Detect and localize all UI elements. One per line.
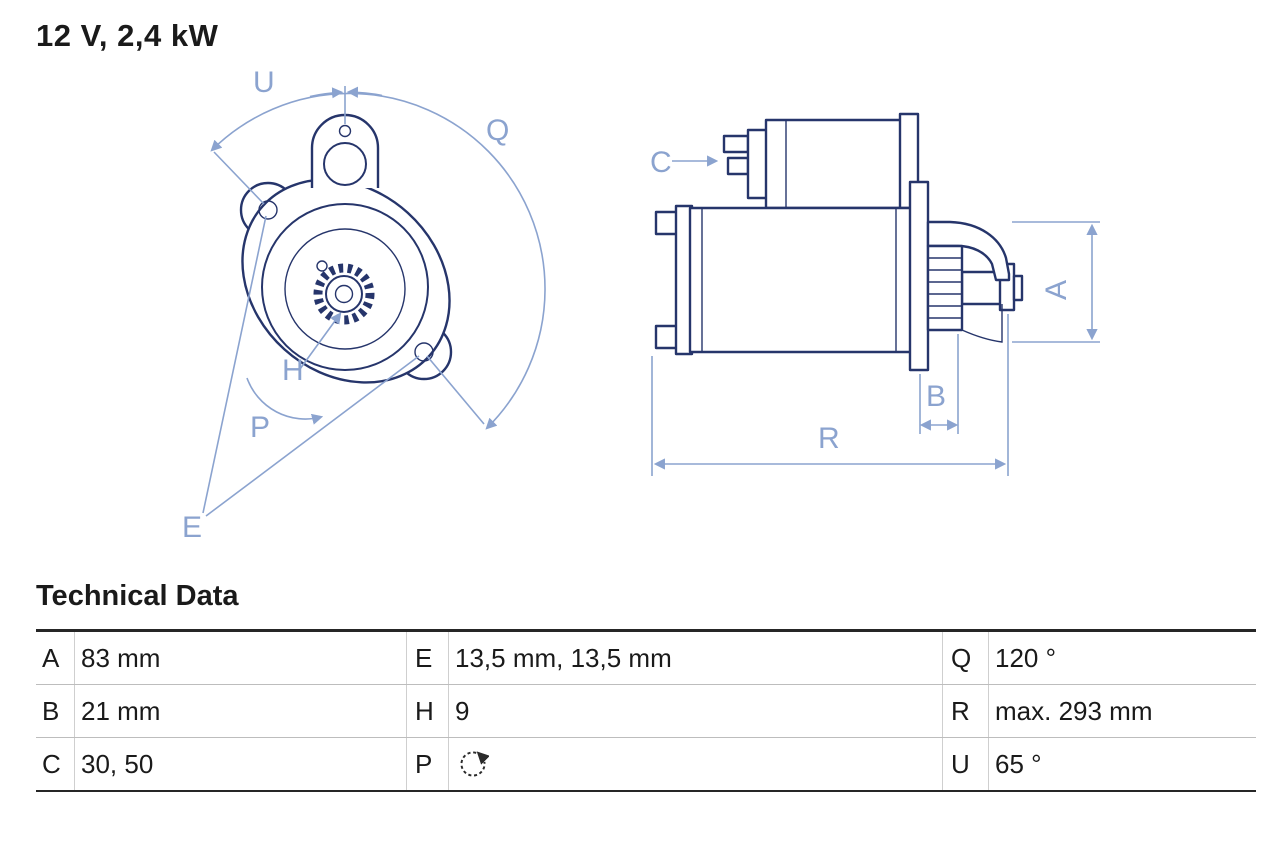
terminal-stud: [722, 134, 750, 154]
e-leader-line: [202, 215, 267, 514]
front-view-dimensions: U Q H P E: [182, 66, 546, 544]
side-view-dimensions: C A B R: [650, 146, 1100, 476]
technical-data-section: Technical Data A 83 mm E 13,5 mm, 13,5 m…: [0, 580, 1280, 792]
table-cell-key: H: [406, 685, 448, 737]
table-cell-value: max. 293 mm: [988, 685, 1256, 737]
drive-flange: [908, 180, 930, 372]
table-row: B 21 mm H 9 R max. 293 mm: [36, 685, 1256, 738]
table-cell-key: C: [42, 748, 61, 779]
drive-housing: [926, 220, 1011, 282]
mounting-flange: [239, 113, 453, 384]
end-tab: [654, 210, 680, 236]
table-cell-key: P: [406, 738, 448, 790]
starter-motor-technical-drawing: U Q H P E: [182, 66, 1100, 544]
table-cell-key: A: [42, 642, 60, 673]
table-cell-key: E: [406, 632, 448, 684]
angle-arc-u-q: [210, 92, 546, 430]
p-rotation-arc: [246, 377, 324, 425]
table-row: C 30, 50 P U 65 °: [36, 738, 1256, 790]
rotation-ccw-icon: [460, 751, 489, 777]
table-cell-value: 83 mm: [74, 632, 406, 684]
table-cell-key: U: [942, 738, 988, 790]
front-view-drawing: U Q H P E: [182, 66, 546, 544]
e-leader-line: [205, 355, 420, 517]
table-cell-key: R: [942, 685, 988, 737]
label-e: E: [182, 511, 202, 544]
table-cell-value: 13,5 mm, 13,5 mm: [448, 632, 942, 684]
table-cell-key: B: [42, 695, 60, 726]
label-b: B: [926, 380, 946, 413]
table-row: A 83 mm E 13,5 mm, 13,5 mm Q 120 °: [36, 632, 1256, 685]
solenoid: [722, 112, 920, 210]
terminal-stud: [726, 156, 750, 176]
technical-data-table: A 83 mm E 13,5 mm, 13,5 mm Q 120 ° B 21 …: [36, 629, 1256, 792]
h-leader-line: [299, 312, 342, 370]
label-c: C: [650, 146, 672, 179]
table-cell-value: 65 °: [988, 738, 1256, 790]
technical-data-heading: Technical Data: [36, 580, 239, 612]
table-cell-value: [448, 738, 942, 790]
label-r: R: [818, 422, 840, 455]
page-title: 12 V, 2,4 kW: [36, 18, 219, 53]
table-cell-value: 21 mm: [74, 685, 406, 737]
drive-end: [908, 180, 1024, 372]
table-cell-key: Q: [942, 632, 988, 684]
side-view-drawing: C A B R: [650, 112, 1100, 476]
pinion-gear: [926, 244, 964, 332]
motor-body: [654, 204, 914, 356]
label-u: U: [253, 66, 275, 99]
end-tab: [654, 324, 680, 350]
label-p: P: [250, 411, 270, 444]
label-q: Q: [486, 114, 509, 147]
table-cell-value: 120 °: [988, 632, 1256, 684]
label-a: A: [1040, 280, 1073, 300]
table-cell-value: 9: [448, 685, 942, 737]
table-cell-value: 30, 50: [74, 738, 406, 790]
label-h: H: [282, 354, 304, 387]
